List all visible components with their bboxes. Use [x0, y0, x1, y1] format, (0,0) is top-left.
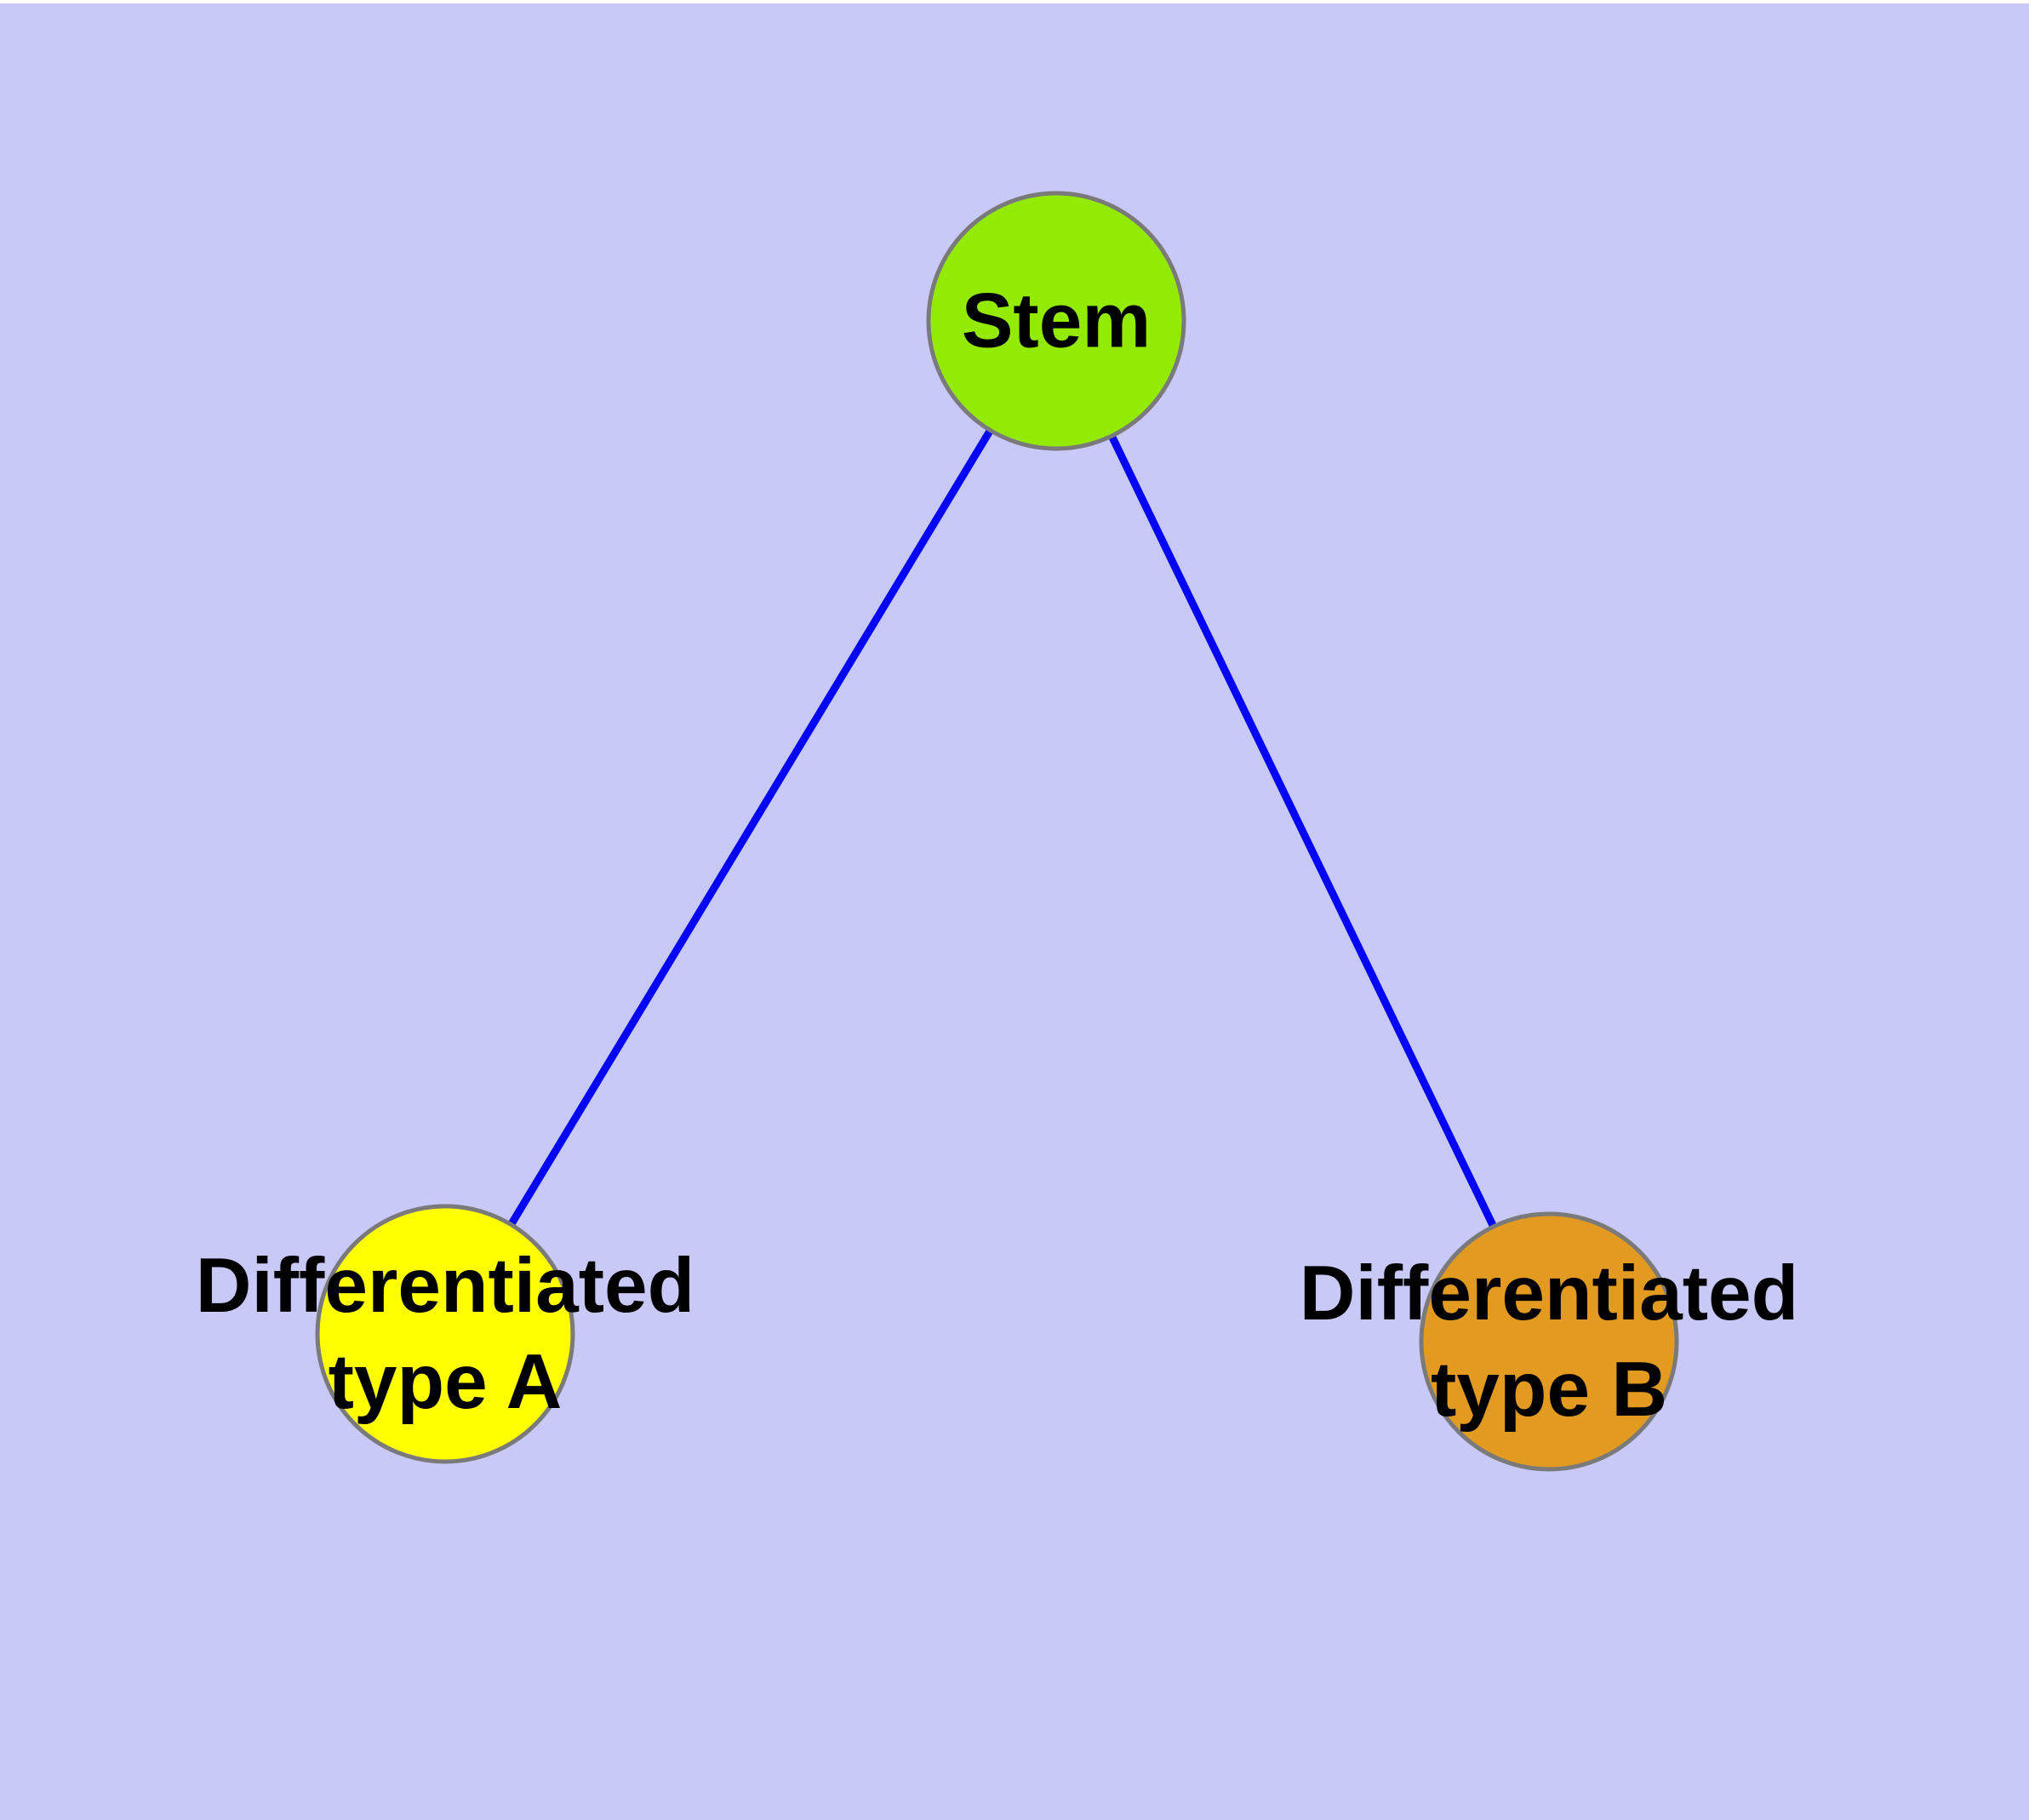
node-label-line: type A [328, 1339, 563, 1425]
node-label-line: Differentiated [1299, 1251, 1799, 1336]
node-stem-label: Stem [962, 273, 1152, 369]
edge-stem-to-type-a [442, 318, 1060, 1336]
node-differentiated-type-b-circle [1419, 1211, 1679, 1472]
node-differentiated-type-a-circle [315, 1204, 575, 1464]
node-differentiated-type-b-label: Differentiated type B [1300, 1245, 1799, 1438]
top-margin-strip [0, 0, 2029, 3]
node-label-line: type B [1430, 1347, 1668, 1433]
node-differentiated-type-a-label: Differentiated type A [196, 1238, 695, 1430]
node-stem-circle [926, 191, 1186, 451]
node-label-line: Differentiated [195, 1243, 695, 1329]
node-label-line: Stem [961, 278, 1152, 364]
edge-stem-to-type-b [1052, 319, 1553, 1343]
